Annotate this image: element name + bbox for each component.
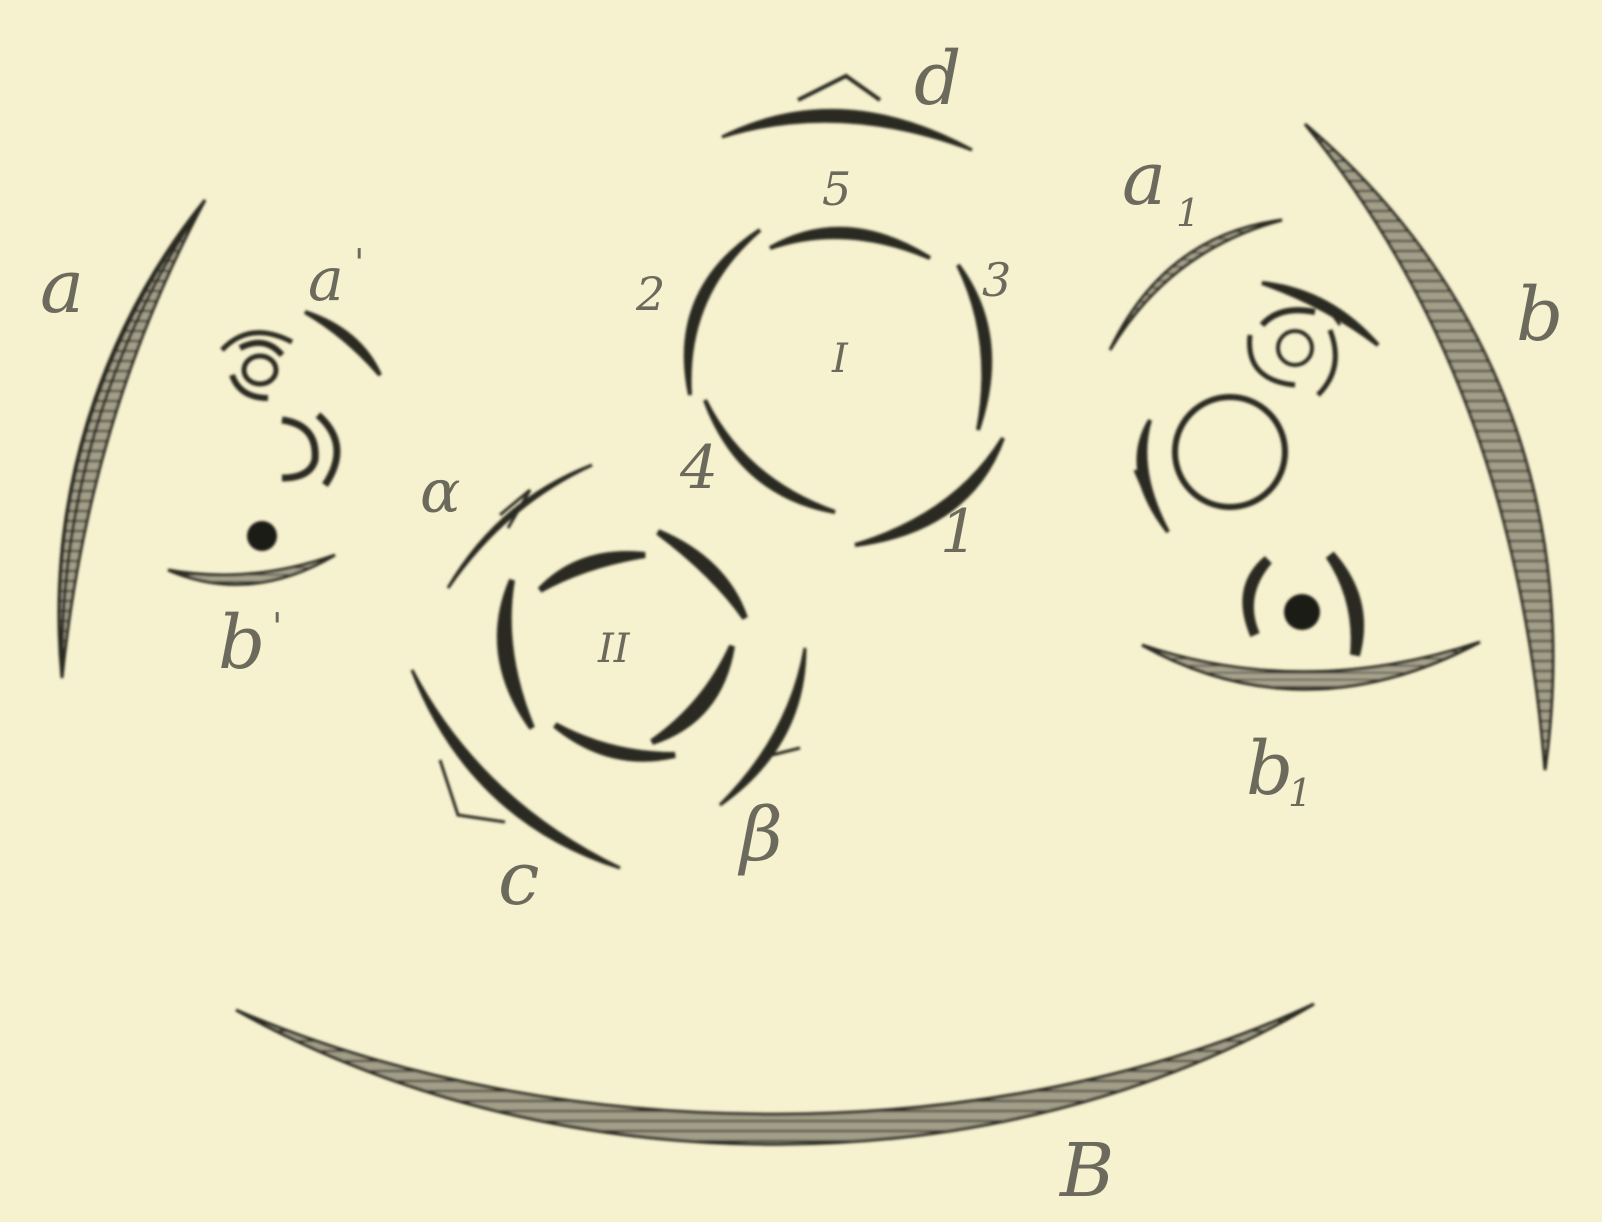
label-a-sub: a	[1122, 136, 1166, 222]
label-a-prime: a	[308, 245, 344, 315]
label-n4: 4	[679, 433, 718, 503]
label-beta: β	[737, 792, 783, 878]
label-a-prime-mark: '	[354, 241, 364, 285]
label-b: b	[1516, 272, 1563, 358]
label-a: a	[40, 244, 84, 330]
left-axis-dot	[247, 521, 277, 551]
label-b-prime: b	[218, 600, 265, 686]
label-center-II: II	[597, 626, 631, 672]
label-b-sub-index: 1	[1288, 771, 1312, 815]
label-n5: 5	[822, 162, 851, 216]
label-alpha: α	[420, 457, 461, 527]
label-n1: 1	[940, 497, 978, 567]
label-B: B	[1058, 1128, 1114, 1214]
label-d: d	[914, 36, 961, 122]
right-axis-dot	[1284, 594, 1320, 630]
label-b-prime-mark: '	[272, 605, 282, 649]
label-n3: 3	[982, 253, 1011, 307]
label-c: c	[498, 836, 539, 922]
label-n2: 2	[635, 267, 665, 321]
label-a-sub-index: 1	[1176, 191, 1200, 235]
label-b-sub: b	[1246, 726, 1293, 812]
label-center-I: I	[831, 336, 849, 382]
